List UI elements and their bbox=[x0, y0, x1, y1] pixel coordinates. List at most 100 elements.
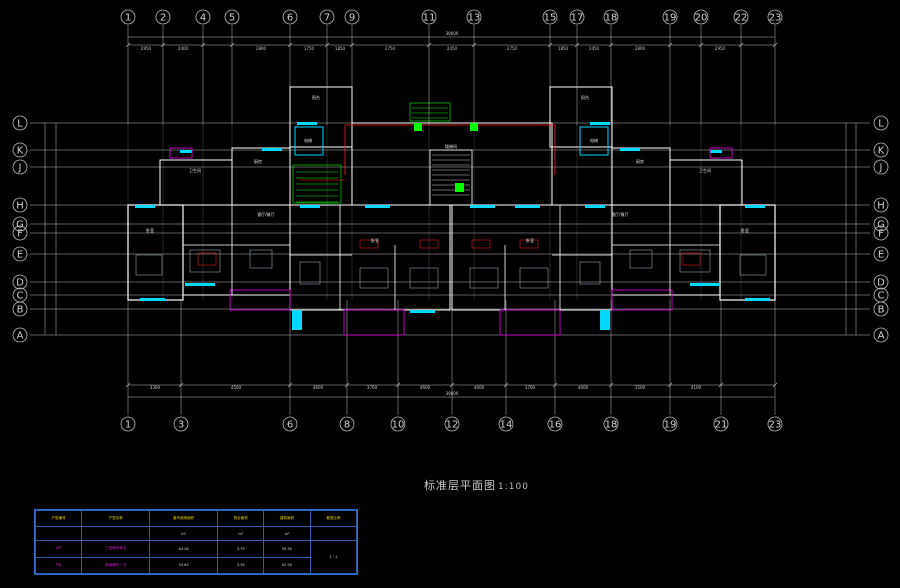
dimension-label-top: 2950 bbox=[715, 46, 726, 51]
grid-bubble-row-right: L bbox=[878, 119, 884, 130]
grid-bubble-col-top-circle bbox=[224, 9, 240, 25]
room-label: 客厅/餐厅 bbox=[611, 211, 628, 217]
grid-bubble-col-top-circle bbox=[421, 9, 437, 25]
grid-bubble-col-bottom-circle bbox=[282, 416, 298, 432]
window-marker bbox=[262, 148, 282, 151]
schedule-cell: 三室两厅两卫 bbox=[81, 540, 151, 558]
grid-bubble-col-bottom-circle bbox=[603, 416, 619, 432]
wall-stair bbox=[429, 149, 473, 206]
grid-bubble-col-top-circle bbox=[319, 9, 335, 25]
grid-bubble-row-right-circle bbox=[873, 327, 889, 343]
grid-bubble-col-bottom: 23 bbox=[769, 420, 782, 431]
grid-bubble-col-top-circle bbox=[155, 9, 171, 25]
balcony-bottom-far-left bbox=[229, 289, 291, 311]
grid-bubble-col-top-circle bbox=[466, 9, 482, 25]
grid-bubble-row-right: J bbox=[879, 163, 883, 174]
drawing-scale: 1:100 bbox=[498, 482, 529, 492]
grid-bubble-col-top: 15 bbox=[544, 13, 557, 24]
grid-bubble-col-bottom-circle bbox=[547, 416, 563, 432]
grid-bubble-col-top-circle bbox=[344, 9, 360, 25]
grid-bubble-col-top-circle bbox=[603, 9, 619, 25]
grid-bubble-row-left: F bbox=[17, 229, 23, 240]
grid-bubble-row-left: B bbox=[17, 305, 24, 316]
grid-bubble-row-right: F bbox=[878, 229, 884, 240]
grid-bubble-row-right: E bbox=[878, 250, 884, 261]
grid-bubble-row-right-circle bbox=[873, 142, 889, 158]
window-marker bbox=[292, 310, 302, 330]
grid-bubble-col-top-circle bbox=[282, 9, 298, 25]
dimension-tick bbox=[426, 42, 432, 48]
grid-bubble-col-bottom: 3 bbox=[178, 420, 184, 431]
balcony-bottom-far-right bbox=[611, 289, 673, 311]
grid-bubble-col-bottom-circle bbox=[498, 416, 514, 432]
schedule-header-row: 户型编号 户型名称 套内使用面积 阳台面积 建筑面积 套型比例 bbox=[34, 509, 358, 528]
window-marker bbox=[745, 298, 770, 301]
grid-bubble-row-left: A bbox=[17, 331, 24, 342]
grid-bubble-col-bottom: 1 bbox=[125, 420, 131, 431]
grid-bubble-row-right-circle bbox=[873, 115, 889, 131]
bed-marker bbox=[519, 239, 539, 249]
schedule-cell: 3.38 bbox=[217, 556, 265, 575]
schedule-header-cell: 户型编号 bbox=[34, 509, 83, 528]
dimension-tick bbox=[738, 42, 744, 48]
window-marker bbox=[710, 150, 722, 153]
grid-bubble-col-top: 5 bbox=[229, 13, 235, 24]
dimension-tick bbox=[503, 382, 509, 388]
dimension-label-top: 2800 bbox=[256, 46, 267, 51]
dimension-label-bottom: 3300 bbox=[150, 385, 161, 390]
schedule-cell bbox=[81, 526, 151, 542]
grid-bubble-col-top: 4 bbox=[200, 13, 206, 24]
furniture bbox=[519, 267, 549, 289]
grid-bubble-row-left-circle bbox=[12, 327, 28, 343]
dimension-tick bbox=[471, 42, 477, 48]
dimension-tick bbox=[125, 382, 131, 388]
elevator-shaft-left bbox=[294, 126, 324, 156]
dimension-label-bottom: 4100 bbox=[691, 385, 702, 390]
wall-balcony-top-left bbox=[289, 86, 353, 148]
dimension-tick bbox=[667, 382, 673, 388]
furniture bbox=[249, 249, 273, 269]
wall-right-kitchen bbox=[611, 147, 671, 206]
grid-bubble-col-top-circle bbox=[693, 9, 709, 25]
window-marker bbox=[410, 310, 435, 313]
grid-bubble-col-top-circle bbox=[569, 9, 585, 25]
grid-bubble-row-right: K bbox=[878, 146, 885, 157]
dimension-tick bbox=[125, 42, 131, 48]
schedule-unit-row: m² m² m² bbox=[34, 526, 358, 542]
grid-bubble-col-top: 18 bbox=[605, 13, 618, 24]
balcony-bottom-right bbox=[499, 309, 561, 336]
window-marker bbox=[140, 298, 165, 301]
area-schedule-table: 户型编号 户型名称 套内使用面积 阳台面积 建筑面积 套型比例 m² m² m²… bbox=[34, 509, 358, 575]
grid-bubble-col-top: 19 bbox=[664, 13, 677, 24]
dimension-label-bottom: 4600 bbox=[420, 385, 431, 390]
grid-bubble-row-right: A bbox=[878, 331, 885, 342]
wall-left-kitchen bbox=[231, 147, 291, 206]
grid-bubble-row-right-circle bbox=[873, 274, 889, 290]
grid-bubble-row-right: G bbox=[877, 220, 885, 231]
bed-marker bbox=[359, 239, 379, 249]
grid-bubble-col-top-circle bbox=[767, 9, 783, 25]
dimension-tick bbox=[449, 382, 455, 388]
grid-bubble-col-bottom-circle bbox=[713, 416, 729, 432]
schedule-cell: m² bbox=[263, 526, 311, 542]
grid-bubble-col-bottom-circle bbox=[173, 416, 189, 432]
window-marker bbox=[590, 122, 610, 125]
grid-bubble-row-left: E bbox=[17, 250, 23, 261]
schedule-cell: 户B bbox=[34, 556, 83, 575]
grid-bubble-col-top-circle bbox=[662, 9, 678, 25]
grid-bubble-row-right-circle bbox=[873, 197, 889, 213]
furniture bbox=[739, 254, 767, 276]
dimension-tick bbox=[287, 382, 293, 388]
grid-bubble-row-right: D bbox=[877, 278, 885, 289]
dimension-label-top: 2450 bbox=[447, 46, 458, 51]
furniture bbox=[299, 261, 321, 285]
dimension-tick bbox=[772, 382, 778, 388]
room-label: 客厅/餐厅 bbox=[257, 211, 274, 217]
furniture bbox=[679, 249, 711, 273]
grid-bubble-col-top: 9 bbox=[349, 13, 355, 24]
equipment-marker bbox=[470, 123, 478, 131]
dimension-tick bbox=[349, 42, 355, 48]
grid-bubble-col-top: 2 bbox=[160, 13, 166, 24]
grid-bubble-row-right: C bbox=[878, 291, 885, 302]
schedule-header-cell: 套型比例 bbox=[309, 509, 358, 528]
